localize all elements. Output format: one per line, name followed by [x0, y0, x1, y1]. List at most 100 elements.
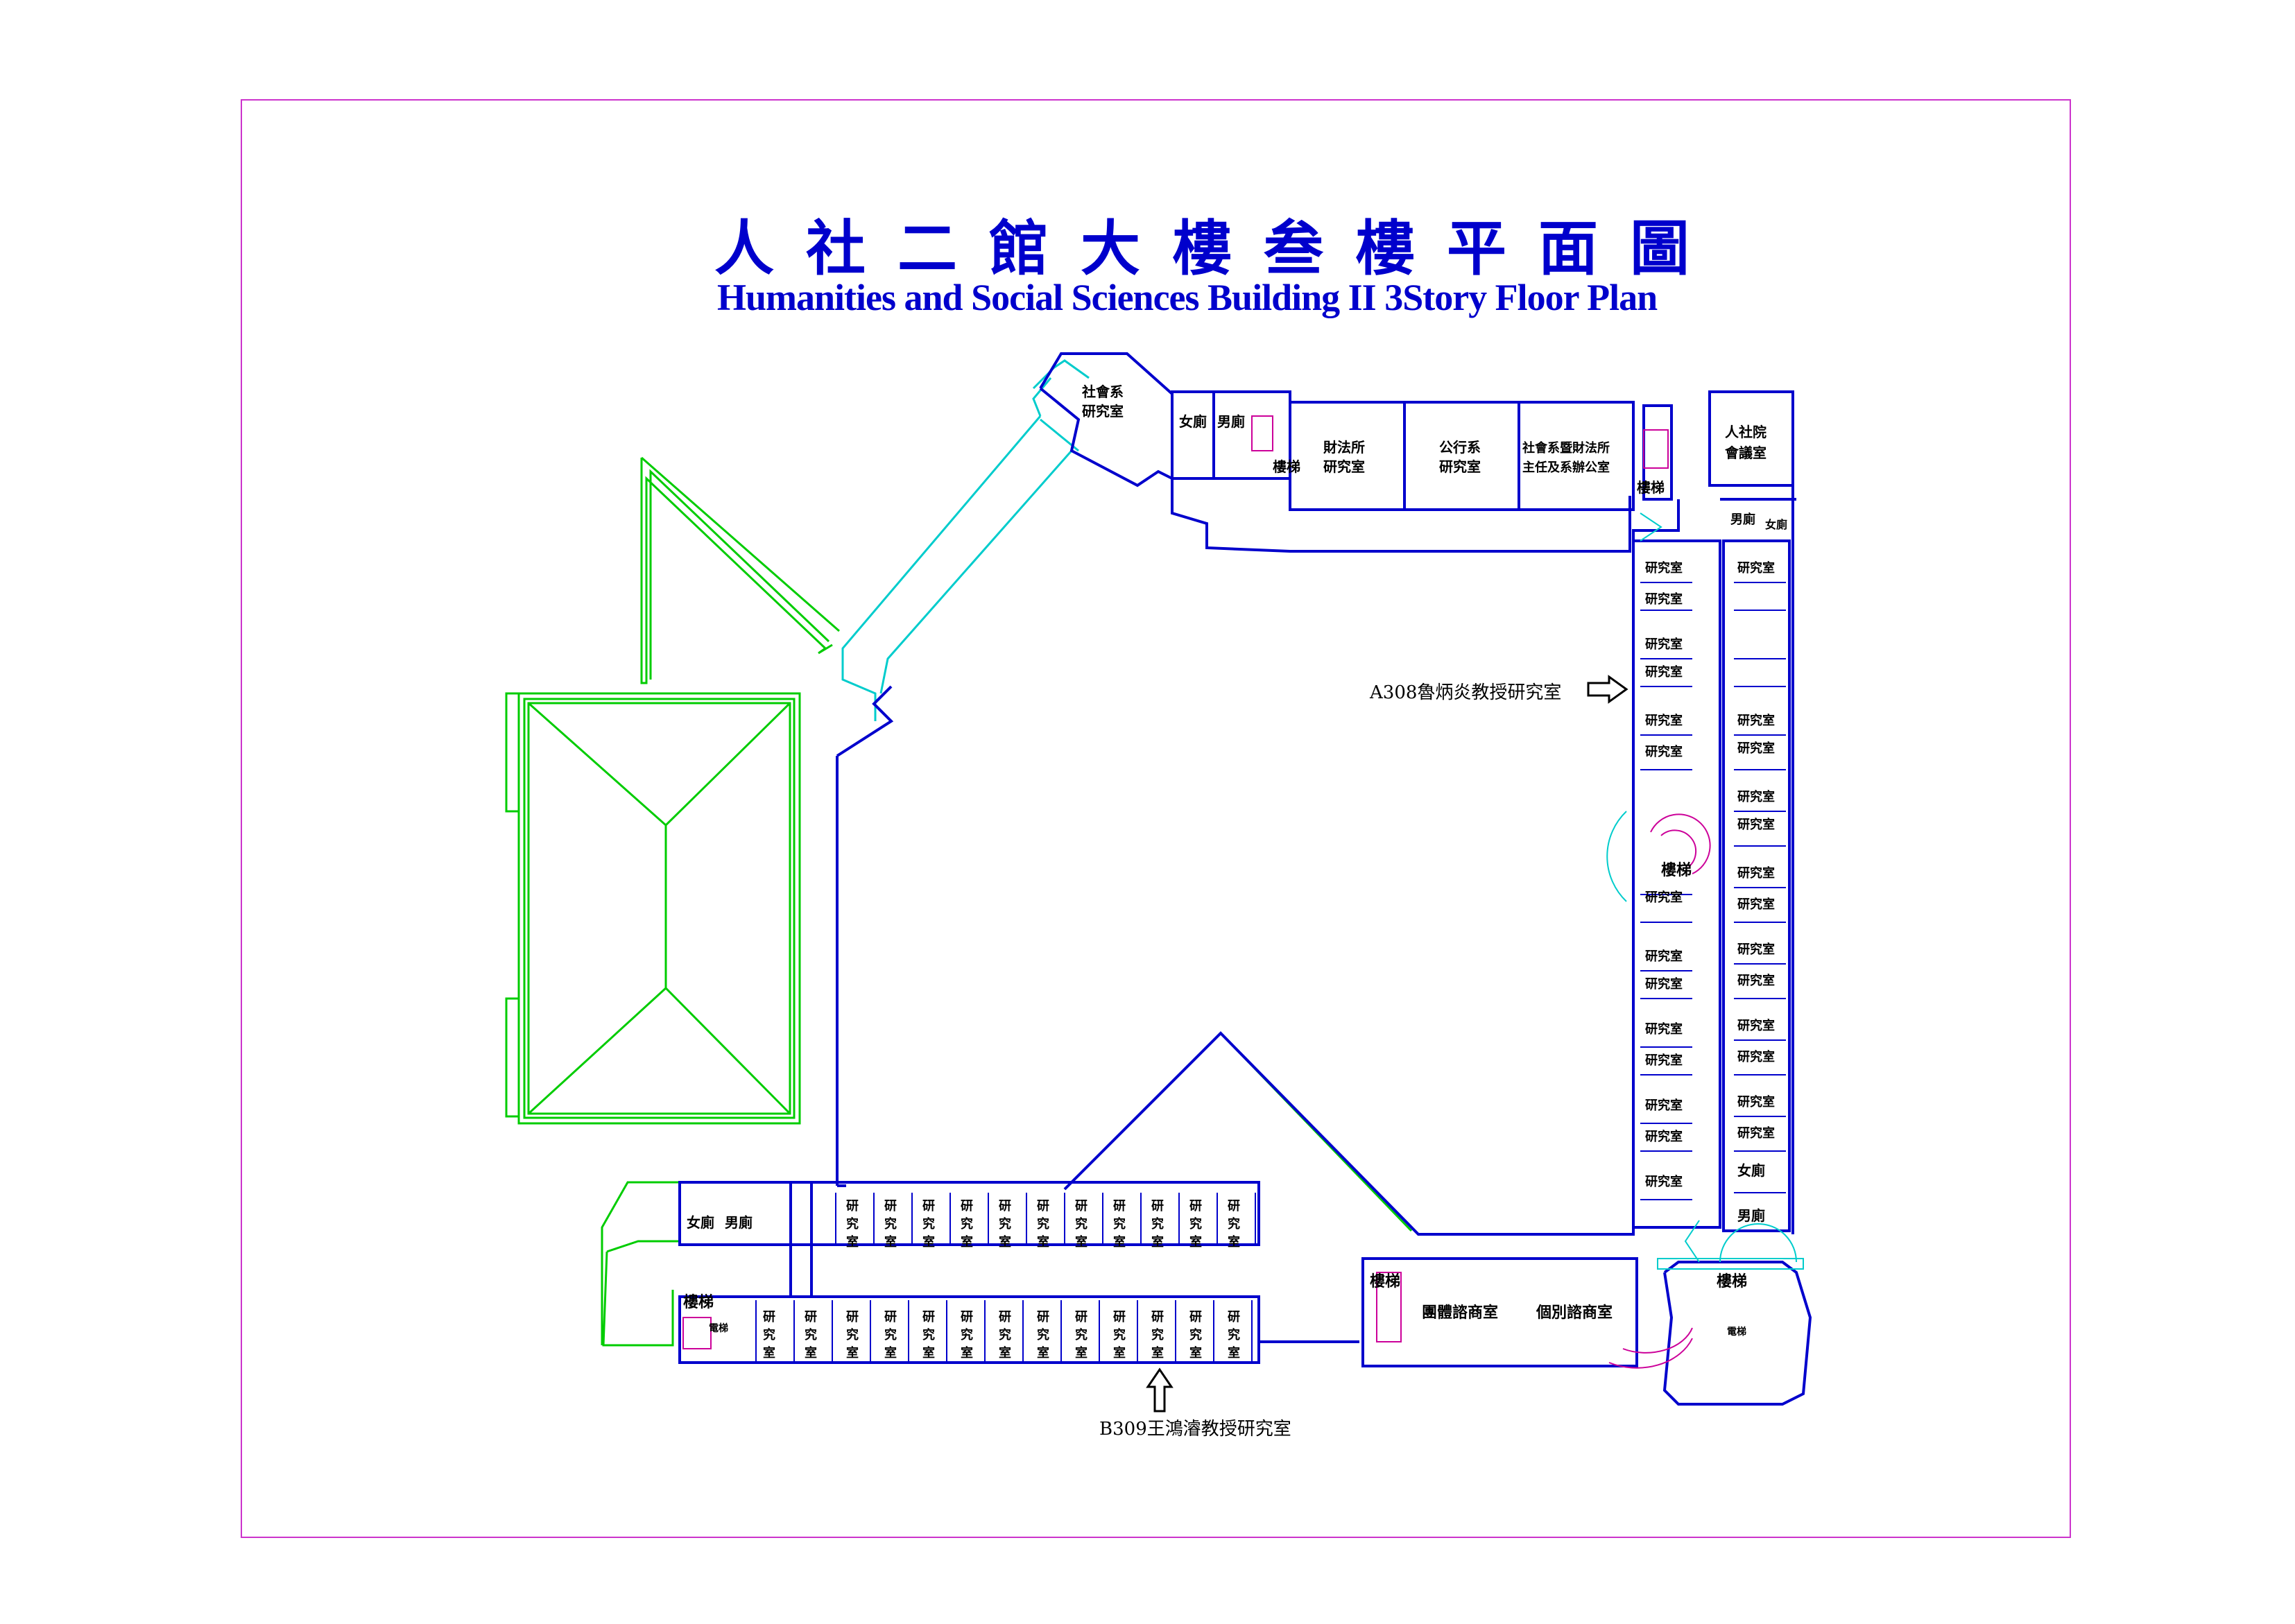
label-pub-admin-2: 研究室	[1439, 458, 1481, 475]
research-room-east-left: 研究室	[1645, 949, 1683, 964]
label-indiv-counsel: 個別諮商室	[1536, 1304, 1613, 1322]
research-room-south-top: 室	[1113, 1234, 1126, 1250]
research-room-east-left: 研究室	[1645, 1021, 1683, 1037]
research-room-south-top: 室	[846, 1234, 859, 1250]
research-room-south-top: 研	[1113, 1199, 1126, 1213]
label-soc-research-top: 社會系	[1081, 383, 1124, 400]
label-men-top: 男廁	[1217, 413, 1245, 430]
research-room-east-left: 研究室	[1645, 976, 1683, 992]
triangle-roof-top	[640, 458, 833, 684]
research-room-south-bottom: 研	[884, 1310, 897, 1324]
research-room-south-bottom: 究	[884, 1327, 897, 1342]
research-room-east-right: 研究室	[1737, 1125, 1775, 1141]
arrow-a308	[1587, 675, 1628, 704]
research-room-east-right: 研究室	[1737, 560, 1775, 576]
label-women-ne: 女廁	[1765, 518, 1787, 531]
research-room-south-top: 室	[1189, 1234, 1202, 1250]
research-room-east-left: 研究室	[1645, 1053, 1683, 1068]
research-room-south-bottom: 室	[884, 1345, 897, 1360]
room-labels: 社會系 研究室 女廁 男廁 樓梯 財法所 研究室 公行系 研究室 社會系暨財法所…	[683, 383, 1787, 1338]
research-room-labels: 研究室研究室研究室研究室研究室研究室研究室研究室研究室研究室研究室研究室研究室研…	[763, 560, 1775, 1360]
label-men-se: 男廁	[1737, 1207, 1765, 1224]
research-room-east-right: 研究室	[1737, 741, 1775, 756]
research-room-south-bottom: 究	[1075, 1327, 1088, 1342]
left-roof	[517, 692, 801, 1125]
research-room-south-top: 究	[1113, 1216, 1126, 1232]
research-room-south-bottom: 研	[763, 1310, 775, 1324]
research-room-south-top: 室	[999, 1234, 1011, 1250]
label-women-se: 女廁	[1737, 1162, 1765, 1179]
research-room-south-top: 室	[1151, 1234, 1164, 1250]
research-room-south-bottom: 究	[1189, 1327, 1202, 1342]
research-room-east-right: 研究室	[1737, 817, 1775, 832]
research-room-east-left: 研究室	[1645, 744, 1683, 759]
research-room-south-bottom: 室	[999, 1345, 1011, 1360]
research-room-south-top: 究	[1151, 1216, 1164, 1232]
research-room-south-top: 室	[1075, 1234, 1088, 1250]
research-room-south-bottom: 研	[922, 1310, 935, 1324]
research-room-south-top: 研	[1075, 1199, 1088, 1213]
research-room-south-bottom: 究	[1037, 1327, 1049, 1342]
research-room-east-right: 研究室	[1737, 1094, 1775, 1109]
research-room-south-bottom: 室	[1075, 1345, 1088, 1360]
research-room-south-top: 究	[999, 1216, 1011, 1232]
research-room-south-top: 究	[1228, 1216, 1240, 1232]
label-stairs-se: 樓梯	[1717, 1272, 1747, 1290]
research-room-south-bottom: 究	[999, 1327, 1011, 1342]
callout-arrows	[1146, 675, 1628, 1413]
callout-b309: B309王鴻濬教授研究室	[1099, 1419, 1291, 1440]
research-room-south-bottom: 研	[1189, 1310, 1202, 1324]
research-room-east-right: 研究室	[1737, 865, 1775, 881]
label-stairs-south: 樓梯	[1370, 1272, 1400, 1290]
research-room-south-top: 研	[1151, 1199, 1164, 1213]
research-room-south-top: 究	[884, 1216, 897, 1232]
label-stairs-spiral: 樓梯	[1661, 861, 1692, 879]
research-room-south-top: 研	[922, 1199, 935, 1213]
label-stairs-sw: 樓梯	[683, 1293, 714, 1311]
research-room-south-top: 究	[922, 1216, 935, 1232]
research-room-south-top: 室	[1037, 1234, 1049, 1250]
research-room-south-bottom: 室	[961, 1345, 973, 1360]
title-english: Humanities and Social Sciences Building …	[717, 277, 1658, 318]
research-room-south-bottom: 室	[846, 1345, 859, 1360]
research-room-south-bottom: 究	[961, 1327, 973, 1342]
label-soc-research-bottom: 研究室	[1082, 403, 1124, 420]
research-room-east-left: 研究室	[1645, 1129, 1683, 1144]
research-room-south-top: 室	[884, 1234, 897, 1250]
research-room-east-right: 研究室	[1737, 789, 1775, 804]
research-room-east-left: 研究室	[1645, 637, 1683, 652]
research-room-south-top: 研	[999, 1199, 1011, 1213]
research-room-south-bottom: 研	[1228, 1310, 1240, 1324]
research-room-east-left: 研究室	[1645, 890, 1683, 905]
label-dept-head-2: 主任及系辦公室	[1522, 460, 1610, 475]
research-room-south-top: 究	[961, 1216, 973, 1232]
label-college-meeting-1: 人社院	[1725, 424, 1767, 440]
research-room-south-bottom: 室	[763, 1345, 775, 1360]
research-room-south-bottom: 究	[763, 1327, 775, 1342]
research-room-south-bottom: 室	[922, 1345, 935, 1360]
research-room-south-bottom: 研	[805, 1310, 817, 1324]
building-walls	[678, 352, 1812, 1406]
research-room-south-bottom: 究	[846, 1327, 859, 1342]
research-room-east-left: 研究室	[1645, 713, 1683, 728]
label-college-meeting-2: 會議室	[1725, 444, 1767, 461]
research-room-south-bottom: 研	[1037, 1310, 1049, 1324]
arrow-b309	[1146, 1367, 1174, 1413]
research-room-south-bottom: 室	[1151, 1345, 1164, 1360]
research-room-south-top: 究	[846, 1216, 859, 1232]
research-room-south-bottom: 究	[1228, 1327, 1240, 1342]
research-room-south-bottom: 室	[1228, 1345, 1240, 1360]
label-stairs-top: 樓梯	[1273, 458, 1300, 475]
research-room-south-bottom: 研	[999, 1310, 1011, 1324]
research-room-south-bottom: 室	[805, 1345, 817, 1360]
research-room-south-bottom: 研	[961, 1310, 973, 1324]
research-room-south-top: 室	[922, 1234, 935, 1250]
research-room-south-top: 究	[1037, 1216, 1049, 1232]
research-room-east-left: 研究室	[1645, 1174, 1683, 1189]
research-room-south-bottom: 究	[1151, 1327, 1164, 1342]
label-fin-law-2: 研究室	[1323, 458, 1365, 475]
research-room-south-top: 室	[961, 1234, 973, 1250]
research-room-south-top: 研	[1189, 1199, 1202, 1213]
research-room-south-bottom: 室	[1113, 1345, 1126, 1360]
